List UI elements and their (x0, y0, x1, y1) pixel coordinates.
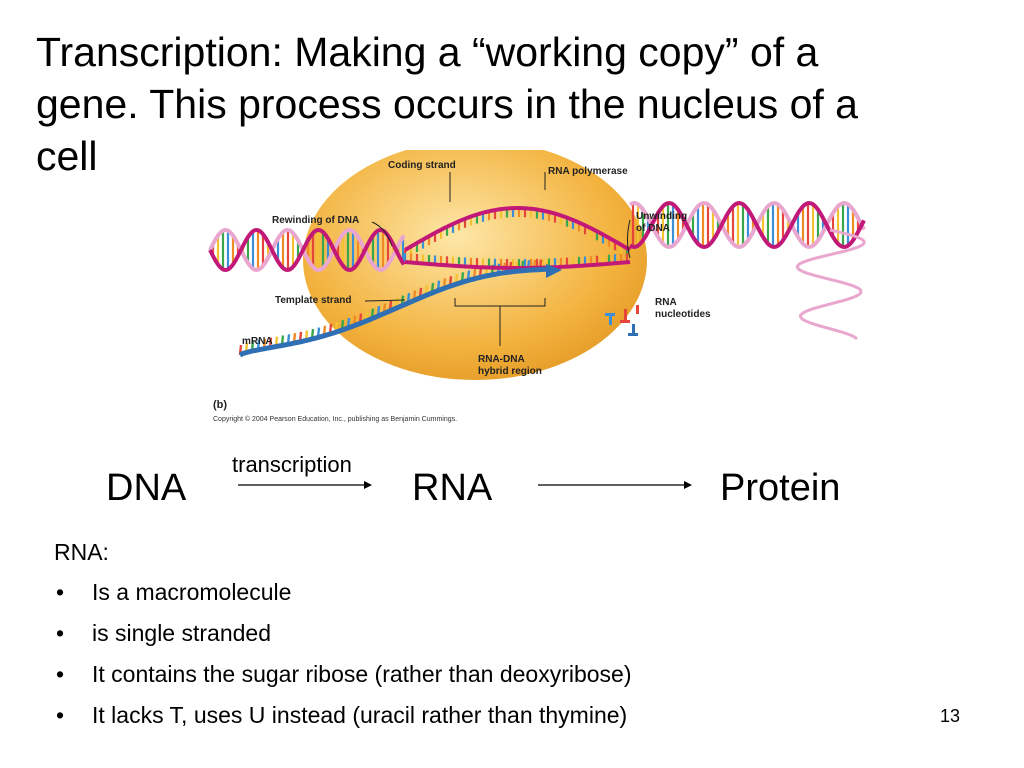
label-template-strand: Template strand (275, 295, 352, 306)
notes-list: •Is a macromolecule •is single stranded … (54, 578, 854, 729)
transcription-diagram: Coding strand RNA polymerase Rewinding o… (200, 150, 880, 430)
bullet-icon: • (56, 620, 65, 646)
label-rna-polymerase: RNA polymerase (548, 166, 628, 177)
coding-strand (403, 206, 632, 252)
label-unwinding-dna: Unwinding of DNA (636, 211, 687, 235)
flow-transcription-label: transcription (232, 452, 352, 477)
flow-protein: Protein (720, 467, 841, 509)
list-item-text: Is a macromolecule (92, 579, 292, 605)
label-hybrid-line: RNA-DNA (478, 354, 525, 365)
right-dna-helix-front-strand (629, 201, 866, 250)
flow-rna: RNA (412, 467, 493, 509)
translation-arrow (538, 481, 692, 489)
bullet-icon: • (56, 661, 65, 687)
left-dna-helix-front-strand (208, 227, 406, 273)
title-line: gene. This process occurs in the nucleus… (36, 81, 858, 127)
template-strand (404, 260, 631, 270)
list-item-text: is single stranded (92, 620, 271, 646)
notes-heading: RNA: (54, 539, 109, 565)
label-unwinding-line: Unwinding (636, 211, 688, 222)
bullet-icon: • (56, 702, 65, 728)
list-item-text: It lacks T, uses U instead (uracil rathe… (92, 702, 628, 728)
right-dna-helix-back-strand (629, 200, 866, 249)
pointer-unwinding (627, 219, 631, 259)
list-item: • Is a macromolecule (54, 578, 854, 606)
label-coding-strand: Coding strand (388, 160, 456, 171)
pointer-rewinding (371, 221, 393, 247)
title-line: Transcription: Making a “working copy” o… (36, 29, 819, 75)
transcription-illustration (208, 150, 866, 380)
list-item-text: It contains the sugar ribose (rather tha… (92, 661, 632, 687)
dna-coil-tail (795, 228, 866, 341)
mrna-arrowhead (546, 264, 562, 278)
transcription-arrow (238, 481, 372, 489)
list-item: • It lacks T, uses U instead (uracil rath… (54, 701, 854, 729)
pointer-template-strand (364, 299, 406, 302)
label-rewinding-dna: Rewinding of DNA (272, 215, 360, 226)
label-rna-nucleotides-line: nucleotides (655, 309, 711, 320)
left-dna-helix-back-strand (208, 227, 406, 273)
label-hybrid-line: hybrid region (478, 366, 542, 377)
mrna-strand (238, 266, 550, 358)
list-item: • It contains the sugar ribose (rather th… (54, 660, 854, 688)
rna-notes: RNA: • Is a macromolecule • is single stra… (54, 538, 854, 742)
figure-copyright: Copyright © 2004 Pearson Education, Inc.… (213, 416, 458, 423)
list-item: • is single stranded (54, 619, 854, 647)
label-mrna: mRNA (242, 336, 273, 347)
title-line: cell (36, 133, 98, 179)
bullet-icon: • (56, 579, 65, 605)
label-unwinding-line: of DNA (636, 223, 670, 234)
page-number: 13 (940, 706, 961, 726)
hybrid-region-bracket (454, 298, 546, 346)
rna-nucleotides-icons (605, 305, 639, 336)
label-rna-nucleotides: RNA nucleotides (655, 297, 711, 321)
label-rna-nucleotides-line: RNA (655, 297, 677, 308)
slide-title: Transcription: Making a “working copy” o… (36, 26, 996, 182)
label-hybrid-region: RNA-DNA hybrid region (478, 354, 542, 378)
flow-dna: DNA (106, 467, 187, 509)
figure-panel-label: (b) (213, 399, 228, 411)
